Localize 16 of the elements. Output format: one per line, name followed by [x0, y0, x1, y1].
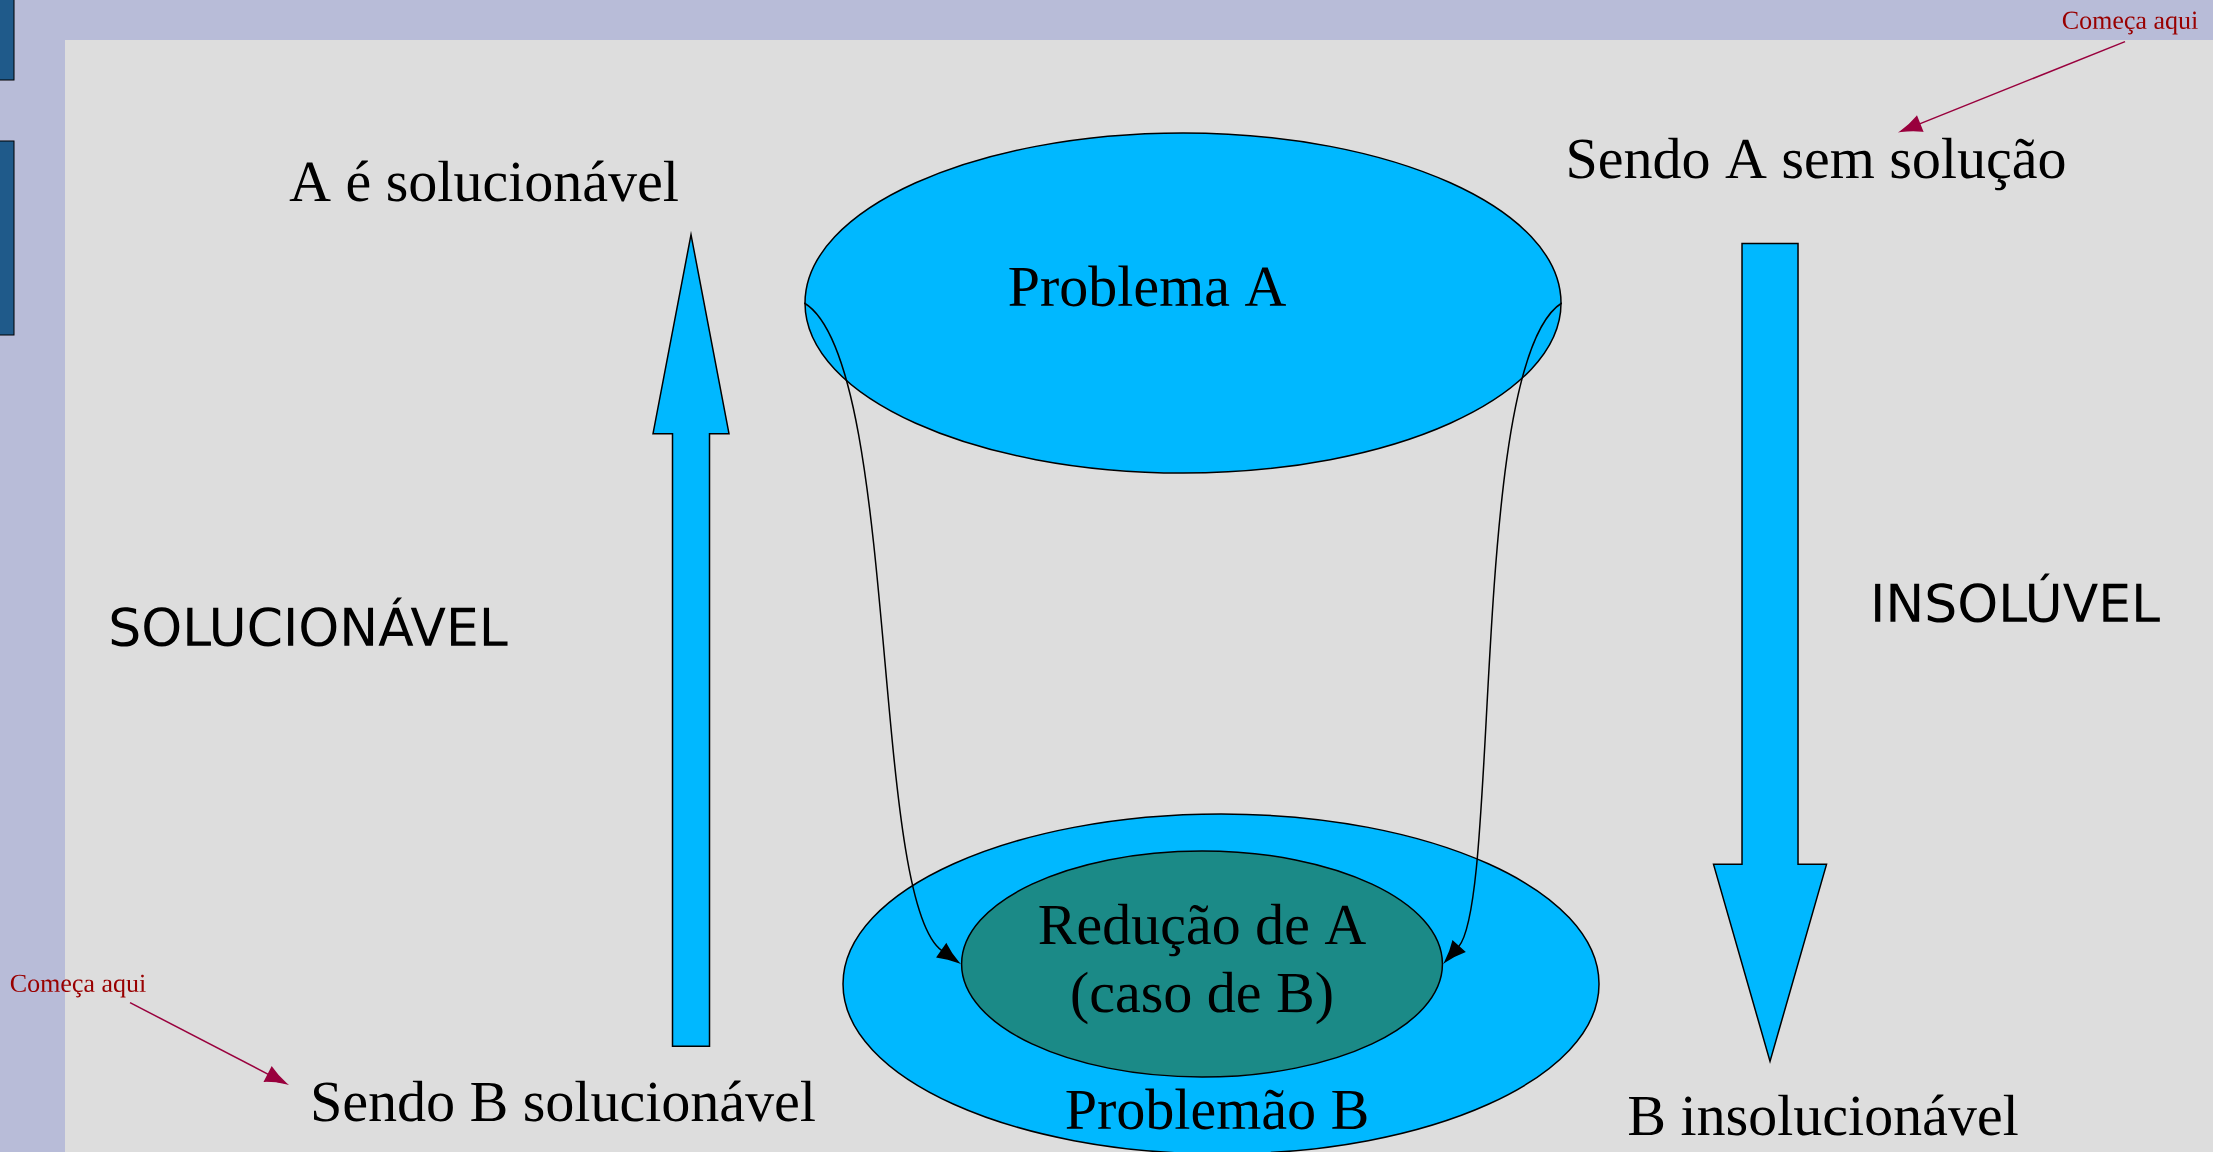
side-tab: [0, 140, 15, 336]
curved-arrow: [1444, 302, 1563, 963]
statement-text: Sendo B solucionável: [313, 1080, 815, 1122]
start-note: Começa aqui: [2062, 11, 2198, 35]
block-arrow: [1712, 242, 1828, 1065]
start-note: Começa aqui: [10, 974, 146, 998]
block-arrow: [652, 230, 730, 1048]
property-label: INSOLÚVEL: [1875, 573, 2160, 623]
statement-text: B insolucionável: [1629, 1094, 2018, 1136]
statement-text: Sendo A sem solução: [1569, 137, 2065, 191]
leader-arrow: [129, 1001, 287, 1085]
statement-text: A é solucionável: [289, 160, 678, 202]
leader-arrow: [1900, 40, 2126, 133]
side-tab: [0, 0, 15, 81]
curved-arrow: [803, 302, 960, 963]
property-label: SOLUCIONÁVEL: [111, 597, 508, 647]
